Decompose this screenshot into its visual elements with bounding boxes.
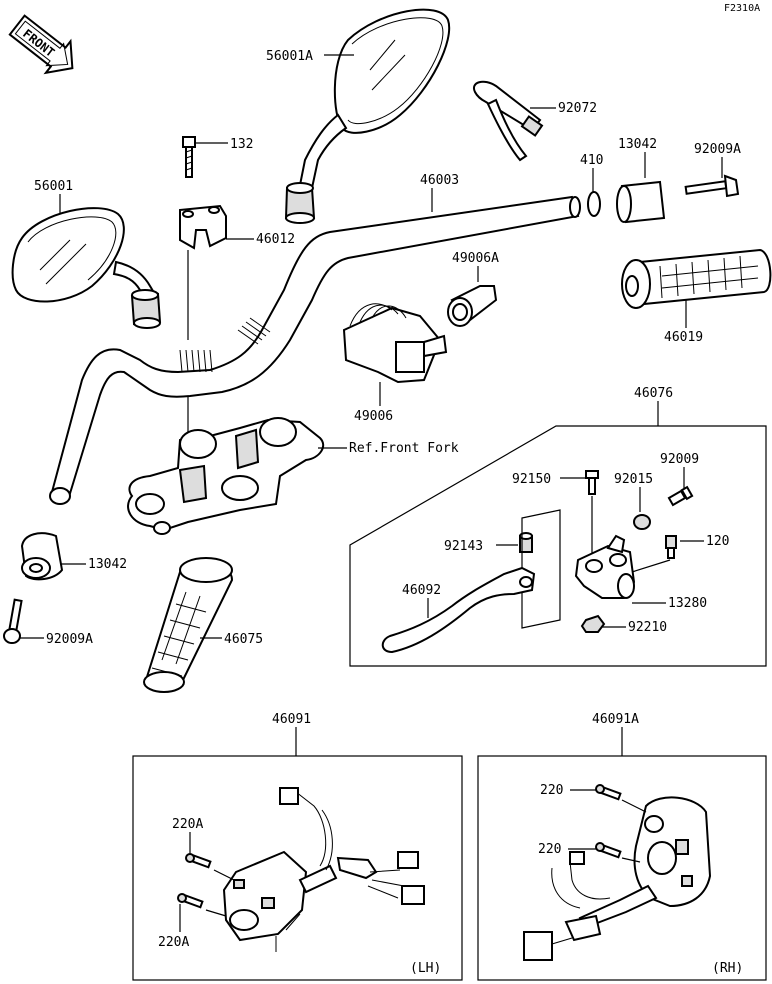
label-13042-left: 13042: [88, 557, 127, 572]
centerline-220-lower: [621, 857, 641, 863]
label-120: 120: [706, 534, 729, 549]
band-92072: [472, 80, 544, 162]
upper-triple-clamp: [127, 417, 325, 535]
lever-holder-13280: [574, 534, 636, 599]
centerline-220-upper: [621, 799, 647, 813]
washer-410: [587, 191, 601, 217]
holder-cap-46012: [179, 204, 227, 250]
lh-switch-housing: [222, 787, 425, 952]
screw-92009a-left: [3, 598, 23, 644]
label-220-lower: 220: [538, 842, 561, 857]
bolt-92150: [585, 470, 599, 495]
fitting-49006a: [447, 285, 498, 327]
lever-pivot-outline: [521, 509, 561, 629]
brake-lever-46092: [381, 566, 536, 654]
screw-220-upper: [595, 784, 622, 801]
bolt-132: [182, 136, 196, 178]
label-46075: 46075: [224, 632, 263, 647]
screw-220a-lower: [177, 893, 204, 909]
rh-box-label: (RH): [712, 961, 743, 976]
label-49006a: 49006A: [452, 251, 499, 266]
screw-220a-upper: [185, 853, 212, 869]
nut-92015: [633, 514, 651, 530]
label-132: 132: [230, 137, 253, 152]
mirror-56001: [11, 207, 162, 329]
label-92143: 92143: [444, 539, 483, 554]
label-ref-front-fork: Ref.Front Fork: [349, 441, 459, 456]
front-arrow-icon: FRONT: [8, 14, 74, 75]
label-56001: 56001: [34, 179, 73, 194]
mirror-56001a: [284, 8, 451, 224]
screw-92009: [667, 485, 694, 507]
label-220-upper: 220: [540, 783, 563, 798]
label-46003: 46003: [420, 173, 459, 188]
nut-92210: [580, 614, 606, 633]
lh-box-label: (LH): [410, 961, 441, 976]
label-92009a-left: 92009A: [46, 632, 93, 647]
label-46019: 46019: [664, 330, 703, 345]
centerline-220a-upper: [213, 869, 235, 881]
label-46091: 46091: [272, 712, 311, 727]
label-13280: 13280: [668, 596, 707, 611]
centerline-220a-lower: [205, 909, 227, 917]
grip-46019: [621, 248, 772, 309]
label-46012: 46012: [256, 232, 295, 247]
label-220a-lower: 220A: [158, 935, 189, 950]
label-46076: 46076: [634, 386, 673, 401]
cable-guide-49006: [342, 303, 448, 384]
screw-120: [665, 535, 677, 559]
lh-switch-box: [132, 755, 463, 981]
label-92210: 92210: [628, 620, 667, 635]
collar-92143: [519, 532, 533, 553]
label-410: 410: [580, 153, 603, 168]
brake-lever-group-box: [349, 425, 767, 667]
screw-220-lower: [595, 842, 622, 859]
label-46092: 46092: [402, 583, 441, 598]
bar-end-weight-13042-left: [20, 532, 64, 581]
label-46091a: 46091A: [592, 712, 639, 727]
figure-id: F2310A: [724, 3, 760, 14]
label-56001a: 56001A: [266, 49, 313, 64]
label-92015: 92015: [614, 472, 653, 487]
label-13042-top: 13042: [618, 137, 657, 152]
screw-92009a-top: [684, 174, 740, 198]
label-92009: 92009: [660, 452, 699, 467]
label-92150: 92150: [512, 472, 551, 487]
label-220a-upper: 220A: [172, 817, 203, 832]
grip-46075: [143, 557, 234, 693]
rh-switch-box: [477, 755, 767, 981]
handlebar-46003: [49, 195, 581, 505]
centerline-120: [631, 559, 671, 573]
label-92009a-top: 92009A: [694, 142, 741, 157]
bar-end-weight-13042-top: [616, 180, 666, 224]
label-49006: 49006: [354, 409, 393, 424]
rh-switch-housing: [523, 796, 712, 961]
label-92072: 92072: [558, 101, 597, 116]
